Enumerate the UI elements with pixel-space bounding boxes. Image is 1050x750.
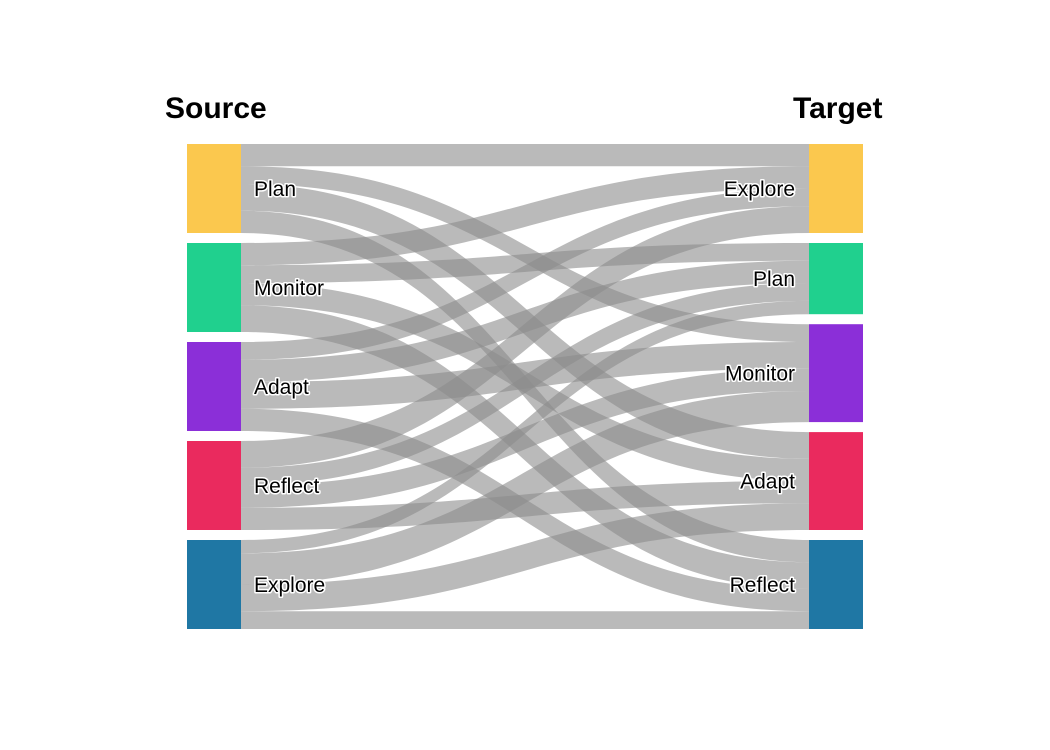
node-label-target-explore: Explore: [724, 178, 795, 201]
node-target-adapt[interactable]: [809, 432, 863, 530]
node-target-plan[interactable]: [809, 243, 863, 315]
node-label-source-reflect: Reflect: [254, 475, 320, 498]
source-column-title: Source: [165, 92, 267, 125]
node-label-source-adapt: Adapt: [254, 376, 309, 399]
node-source-adapt[interactable]: [187, 342, 241, 431]
link-reflect-to-plan[interactable]: [241, 283, 809, 486]
link-monitor-to-explore[interactable]: [241, 166, 809, 266]
link-explore-to-reflect[interactable]: [241, 611, 809, 629]
link-explore-to-monitor[interactable]: [241, 390, 809, 585]
node-label-target-reflect: Reflect: [730, 574, 796, 597]
node-label-source-plan: Plan: [254, 178, 296, 201]
link-reflect-to-monitor[interactable]: [241, 368, 809, 508]
node-label-target-adapt: Adapt: [740, 470, 795, 493]
link-adapt-to-explore[interactable]: [241, 188, 809, 360]
node-source-monitor[interactable]: [187, 243, 241, 332]
node-source-plan[interactable]: [187, 144, 241, 233]
link-plan-to-explore[interactable]: [241, 144, 809, 167]
links-layer: [241, 144, 809, 629]
node-target-monitor[interactable]: [809, 324, 863, 423]
target-column-title: Target: [793, 92, 882, 125]
node-label-target-monitor: Monitor: [725, 363, 795, 386]
link-explore-to-adapt[interactable]: [241, 503, 809, 612]
node-label-source-monitor: Monitor: [254, 277, 324, 300]
link-reflect-to-explore[interactable]: [241, 206, 809, 468]
labels-layer: PlanMonitorAdaptReflectExploreExplorePla…: [253, 176, 797, 598]
node-label-target-plan: Plan: [753, 268, 795, 291]
nodes-layer: [187, 144, 863, 629]
node-label-source-explore: Explore: [254, 574, 325, 597]
node-target-explore[interactable]: [809, 144, 863, 233]
node-source-explore[interactable]: [187, 540, 241, 629]
node-source-reflect[interactable]: [187, 441, 241, 530]
node-target-reflect[interactable]: [809, 540, 863, 629]
link-explore-to-plan[interactable]: [241, 300, 809, 554]
link-adapt-to-plan[interactable]: [241, 260, 809, 383]
